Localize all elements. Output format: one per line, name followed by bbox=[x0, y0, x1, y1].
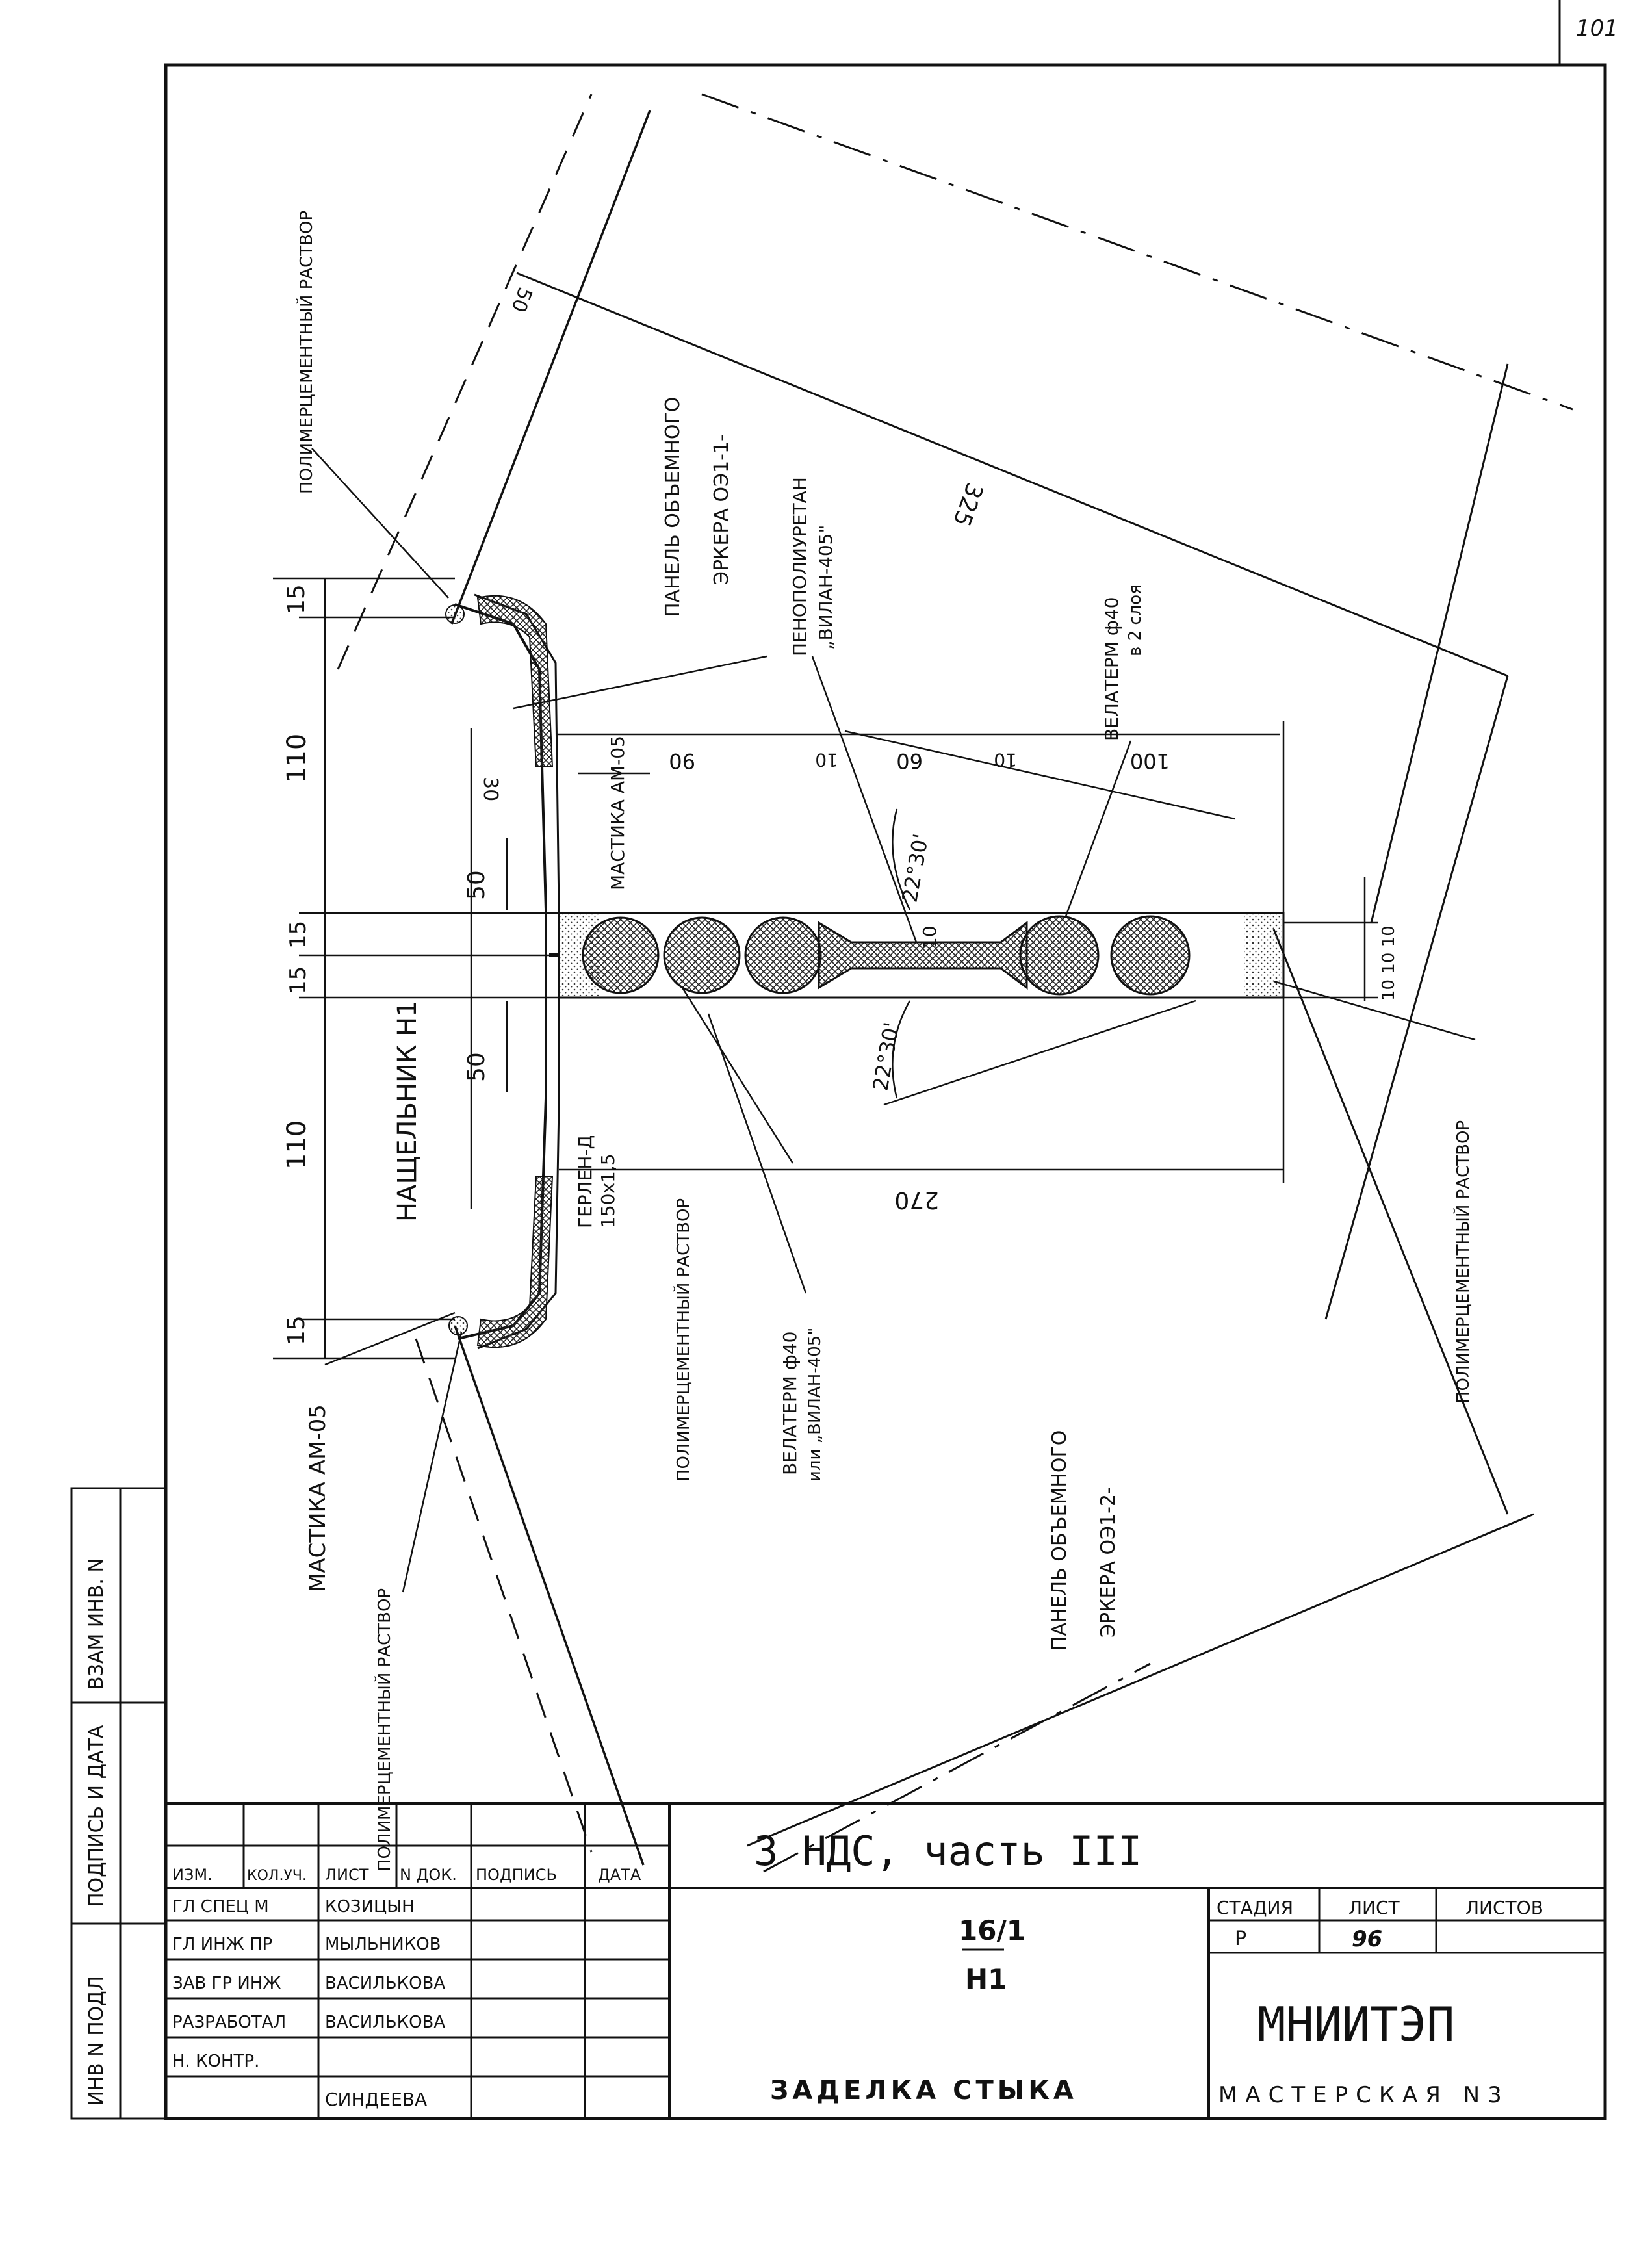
tb-role-4: Н. КОНТР. bbox=[172, 2052, 259, 2071]
label-foam-b: „ВИЛАН-405" bbox=[815, 525, 836, 650]
angle-top: 22°30' bbox=[897, 832, 933, 904]
dim-30: 30 bbox=[479, 777, 502, 801]
tb-role-3: РАЗРАБОТАЛ bbox=[172, 2013, 286, 2032]
angle-lines bbox=[844, 730, 1235, 1106]
dim-15b: 15 bbox=[285, 966, 311, 994]
tb-name-3: ВАСИЛЬКОВА bbox=[325, 2013, 445, 2032]
tb-sheet: 96 bbox=[1352, 1926, 1382, 1952]
dim-50-panel: 50 bbox=[506, 284, 536, 315]
label-polymer-mortar-top: ПОЛИМЕРЦЕМЕНТНЫЙ РАСТВОР bbox=[296, 211, 316, 494]
dim-50-bot: 50 bbox=[463, 1052, 490, 1082]
label-mastic-am05: МАСТИКА АМ-05 bbox=[607, 736, 628, 890]
dim-90: 90 bbox=[669, 749, 695, 773]
tb-sheets-label: ЛИСТОВ bbox=[1465, 1897, 1543, 1918]
label-gerlen-b: 150x1,5 bbox=[597, 1153, 619, 1228]
label-velaterm-top-b: в 2 слоя bbox=[1126, 584, 1145, 656]
label-panel-2: ПАНЕЛЬ ОБЪЕМНОГО bbox=[1048, 1430, 1071, 1651]
drawing-labels: ПОЛИМЕРЦЕМЕНТНЫЙ РАСТВОР ПАНЕЛЬ ОБЪЕМНОГ… bbox=[296, 211, 1473, 1872]
dimension-numbers: 15 110 15 15 110 15 50 50 30 50 325 90 1… bbox=[282, 284, 1399, 1345]
side-stamp: ВЗАМ ИНВ. N ПОДПИСЬ И ДАТА ИНВ N ПОДЛ bbox=[70, 1487, 167, 2120]
tb-col-list: ЛИСТ bbox=[325, 1866, 369, 1884]
label-panel-2b: ЭРКЕРА ОЭ1-2- bbox=[1097, 1487, 1120, 1638]
tb-stage: Р bbox=[1235, 1927, 1246, 1950]
tb-sheet-label: ЛИСТ bbox=[1348, 1897, 1400, 1918]
tb-col-ndok: N ДОК. bbox=[400, 1866, 457, 1884]
stamp-vzam: ВЗАМ ИНВ. N bbox=[85, 1558, 108, 1690]
tb-project: 3 НДС, часть III bbox=[754, 1827, 1142, 1875]
angle-bot: 22°30' bbox=[868, 1020, 904, 1092]
tb-drawing-code: Н1 bbox=[965, 1963, 1007, 1995]
dim-270: 270 bbox=[894, 1187, 939, 1213]
dim-15-top: 15 bbox=[283, 584, 310, 614]
label-polymer-mortar-mid: ПОЛИМЕРЦЕМЕНТНЫЙ РАСТВОР bbox=[673, 1198, 693, 1482]
stamp-inv: ИНВ N ПОДЛ bbox=[85, 1976, 108, 2106]
sheet-frame bbox=[164, 63, 1607, 2120]
label-panel-1b: ЭРКЕРА ОЭ1-1- bbox=[710, 434, 733, 585]
dim-10b: 10 bbox=[994, 749, 1017, 771]
title-block bbox=[166, 1802, 1605, 2119]
dimension-lines bbox=[273, 448, 1476, 1593]
joint-cavity bbox=[549, 912, 1285, 999]
label-mastic-am05-left: МАСТИКА АМ-05 bbox=[305, 1404, 331, 1592]
mastic-hatch bbox=[445, 595, 554, 1348]
dim-15a: 15 bbox=[285, 921, 311, 949]
label-polymer-mortar-right: ПОЛИМЕРЦЕМЕНТНЫЙ РАСТВОР bbox=[1452, 1120, 1473, 1404]
label-polymer-mortar-left: ПОЛИМЕРЦЕМЕНТНЫЙ РАСТВОР bbox=[374, 1588, 394, 1872]
tb-workshop: МАСТЕРСКАЯ N3 bbox=[1218, 2082, 1510, 2108]
tb-name-4: СИНДЕЕВА bbox=[325, 2089, 427, 2110]
tb-col-data: ДАТА bbox=[598, 1866, 641, 1884]
dim-110-bot: 110 bbox=[282, 1120, 312, 1170]
label-panel-1: ПАНЕЛЬ ОБЪЕМНОГО bbox=[662, 397, 684, 617]
label-foam: ПЕНОПОЛИУРЕТАН bbox=[789, 477, 810, 656]
label-velaterm-bot-b: или „ВИЛАН-405" bbox=[805, 1328, 825, 1482]
dim-110-top: 110 bbox=[282, 734, 312, 783]
dim-325: 325 bbox=[947, 479, 988, 530]
dim-60: 60 bbox=[896, 749, 923, 773]
dim-15-bot: 15 bbox=[283, 1315, 310, 1345]
tb-stage-label: СТАДИЯ bbox=[1217, 1897, 1293, 1918]
tb-drawing-no: 16/1 bbox=[959, 1914, 1025, 1946]
dim-10a: 10 bbox=[815, 749, 838, 771]
tb-role-0: ГЛ СПЕЦ М bbox=[172, 1897, 269, 1916]
tb-name-2: ВАСИЛЬКОВА bbox=[325, 1974, 445, 1993]
tb-role-2: ЗАВ ГР ИНЖ bbox=[172, 1974, 281, 1993]
label-velaterm-bot: ВЕЛАТЕРМ ф40 bbox=[779, 1332, 801, 1475]
label-gerlen: ГЕРЛЕН-Д bbox=[574, 1135, 596, 1228]
label-nashchelnik: НАЩЕЛЬНИК Н1 bbox=[393, 1000, 422, 1222]
tb-col-kol: КОЛ.УЧ. bbox=[247, 1868, 307, 1884]
tb-org: МНИИТЭП bbox=[1257, 1997, 1454, 2052]
dim-50-top: 50 bbox=[463, 870, 490, 900]
stamp-podpis: ПОДПИСЬ И ДАТА bbox=[85, 1725, 108, 1907]
tb-name-1: МЫЛЬНИКОВ bbox=[325, 1935, 441, 1954]
tb-col-izm: ИЗМ. bbox=[172, 1866, 213, 1884]
tb-col-podpis: ПОДПИСЬ bbox=[476, 1866, 557, 1884]
dim-10-10-10: 10 10 10 bbox=[1379, 925, 1399, 1001]
tb-role-1: ГЛ ИНЖ ПР bbox=[172, 1935, 272, 1954]
tb-name-0: КОЗИЦЫН bbox=[325, 1897, 415, 1916]
tb-drawing-title: ЗАДЕЛКА СТЫКА bbox=[770, 2076, 1077, 2106]
dim-100: 100 bbox=[1130, 749, 1170, 773]
title-block-text: ИЗМ. КОЛ.УЧ. ЛИСТ N ДОК. ПОДПИСЬ ДАТА ГЛ… bbox=[172, 1827, 1543, 2110]
label-velaterm-top: ВЕЛАТЕРМ ф40 bbox=[1101, 597, 1122, 741]
dim-10-joint: 10 bbox=[919, 925, 940, 949]
page-number: 101 bbox=[1576, 16, 1618, 42]
